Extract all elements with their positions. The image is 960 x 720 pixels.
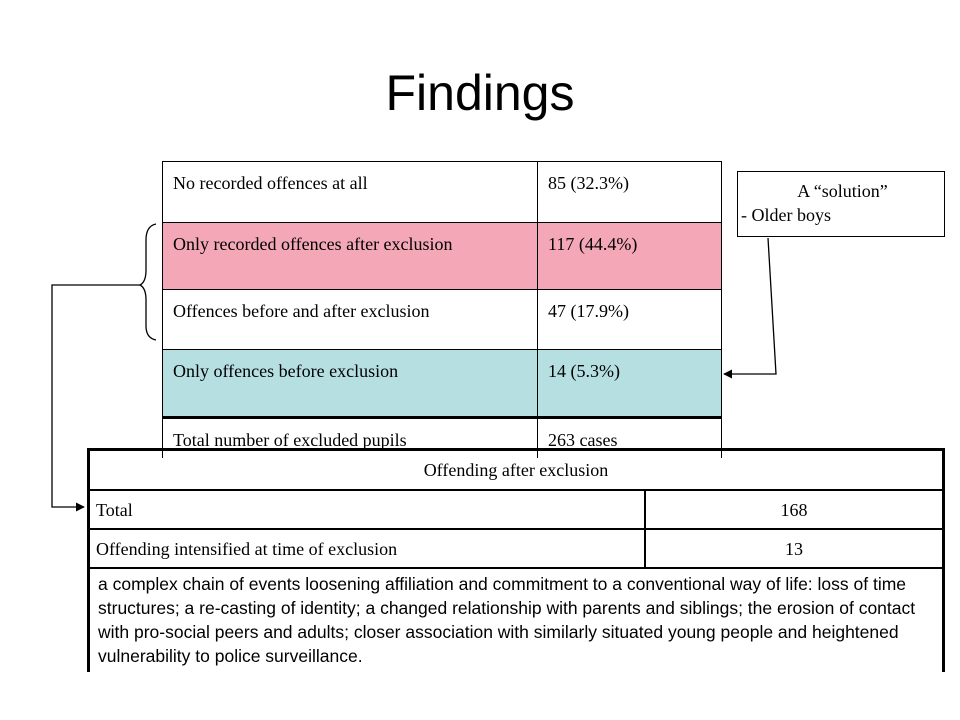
row-value: 13 [644, 528, 945, 569]
row-value: 85 (32.3%) [537, 161, 722, 223]
row-value: 168 [644, 489, 945, 530]
row-label: Offending intensified at time of exclusi… [87, 528, 646, 569]
row-value: 117 (44.4%) [537, 222, 722, 290]
row-label: Total [87, 489, 646, 530]
offences-table: No recorded offences at all 85 (32.3%) O… [162, 161, 722, 458]
row-value: 14 (5.3%) [537, 349, 722, 419]
row-label: Offences before and after exclusion [162, 289, 538, 350]
row-label: Only offences before exclusion [162, 349, 538, 419]
solution-callout: A “solution” - Older boys [737, 171, 945, 237]
table-row: Only offences before exclusion 14 (5.3%) [162, 349, 722, 419]
brace-arrow-line [51, 284, 140, 512]
table-row: a complex chain of events loosening affi… [87, 567, 945, 672]
table-row: Only recorded offences after exclusion 1… [162, 222, 722, 290]
description-text: a complex chain of events loosening affi… [87, 567, 945, 672]
callout-text: - Older boys [741, 205, 831, 225]
table-row: Offences before and after exclusion 47 (… [162, 289, 722, 350]
row-label: Only recorded offences after exclusion [162, 222, 538, 290]
table-row: Total 168 [87, 489, 945, 530]
table-header: Offending after exclusion [87, 448, 945, 491]
brace-bracket [138, 223, 157, 341]
offending-table: Offending after exclusion Total 168 Offe… [87, 448, 945, 672]
callout-heading: A “solution” [797, 181, 888, 201]
callout-arrow-line [723, 237, 777, 379]
row-label: No recorded offences at all [162, 161, 538, 223]
table-row: No recorded offences at all 85 (32.3%) [162, 161, 722, 223]
table-row: Offending intensified at time of exclusi… [87, 528, 945, 569]
table-header-row: Offending after exclusion [87, 448, 945, 491]
slide-title: Findings [385, 65, 575, 121]
row-value: 47 (17.9%) [537, 289, 722, 350]
